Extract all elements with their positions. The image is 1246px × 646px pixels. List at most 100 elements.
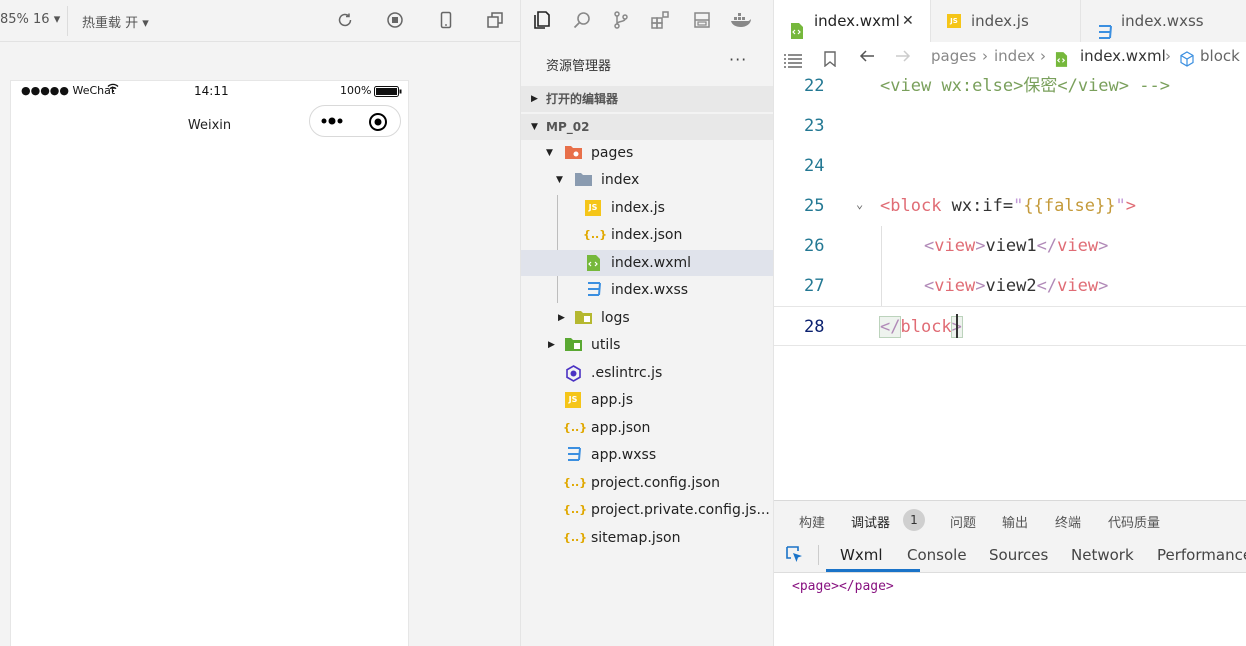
line-number: 28 [804, 317, 825, 337]
code-line-28[interactable]: 28 </block> [774, 306, 1246, 346]
line-number: 25 [804, 196, 825, 216]
tree-item-utils[interactable]: ▶ utils [521, 332, 773, 358]
token: view [934, 236, 976, 256]
wxml-file-icon [790, 13, 804, 55]
line-number: 24 [804, 156, 825, 176]
back-arrow-icon[interactable] [858, 42, 876, 79]
tab-output[interactable]: 输出 [1002, 516, 1029, 531]
docker-icon[interactable] [730, 10, 752, 32]
tab-network[interactable]: Network [1071, 546, 1134, 564]
source-control-icon[interactable] [610, 10, 632, 32]
token: " [1115, 196, 1126, 216]
close-miniprogram-icon[interactable] [368, 112, 388, 136]
tree-item-label: index [601, 172, 640, 188]
panel-divider[interactable] [520, 0, 521, 646]
tree-item-index-json[interactable]: {..} index.json [521, 222, 773, 248]
panel-divider[interactable] [773, 0, 774, 646]
bookmark-icon[interactable] [823, 48, 837, 76]
line-number: 27 [804, 276, 825, 296]
explorer-icon[interactable] [531, 10, 553, 32]
refresh-icon[interactable] [335, 11, 355, 31]
tree-item-project-config[interactable]: {..} project.config.json [521, 470, 773, 496]
more-dots-icon[interactable] [321, 114, 345, 132]
tab-problems[interactable]: 问题 [950, 516, 977, 531]
chevron-down-icon: ▼ [546, 148, 553, 158]
tree-item-label: app.wxss [591, 447, 657, 463]
phone-screen[interactable]: ●●●●● WeChat 14:11 100% Weixin [10, 80, 409, 646]
tree-item-index-js[interactable]: JS index.js [521, 195, 773, 221]
fold-chevron-icon[interactable]: ⌄ [856, 197, 864, 211]
breadcrumb-block[interactable]: block [1200, 47, 1240, 65]
tab-index-wxss[interactable]: index.wxss [1080, 0, 1230, 42]
toolbar-divider [818, 545, 819, 565]
token: </ [1057, 76, 1078, 96]
detach-window-icon[interactable] [485, 11, 505, 31]
code-line-25[interactable]: 25 ⌄ <block wx:if="{{false}}"> [774, 186, 1246, 226]
section-label: MP_02 [546, 120, 590, 134]
tree-item-label: .eslintrc.js [591, 365, 663, 381]
tab-console[interactable]: Console [907, 546, 967, 564]
wxml-tree-node[interactable]: <page></page> [792, 579, 894, 594]
token: {{ [1023, 196, 1044, 216]
tree-item-pages[interactable]: ▼ pages [521, 140, 773, 166]
code-line-27[interactable]: 27 <view>view2</view> [774, 266, 1246, 306]
tree-item-project-private-config[interactable]: {..} project.private.config.js... [521, 497, 773, 523]
storage-icon[interactable] [691, 10, 713, 32]
tab-debugger[interactable]: 调试器 [851, 516, 891, 531]
tab-index-wxml[interactable]: index.wxml ✕ [774, 0, 930, 42]
zoom-select[interactable]: 85% 16 ▾ [0, 12, 61, 27]
tree-item-index-wxss[interactable]: index.wxss [521, 277, 773, 303]
wxss-file-icon [565, 447, 581, 463]
breadcrumb-index[interactable]: index [994, 47, 1036, 65]
stop-icon[interactable] [385, 11, 405, 31]
more-actions-icon[interactable]: ··· [729, 50, 748, 69]
token: block [890, 196, 942, 216]
tree-item-eslintrc[interactable]: .eslintrc.js [521, 360, 773, 386]
search-icon[interactable] [571, 10, 593, 32]
close-icon[interactable]: ✕ [902, 13, 914, 29]
tree-item-app-wxss[interactable]: app.wxss [521, 442, 773, 468]
tree-item-label: utils [591, 337, 621, 353]
bracket-match: </ [878, 316, 902, 338]
tree-item-index-folder[interactable]: ▼ index [521, 167, 773, 193]
forward-arrow-icon[interactable] [894, 42, 912, 79]
list-icon[interactable] [784, 49, 802, 77]
code-line-23[interactable]: 23 [774, 106, 1246, 146]
line-number: 23 [804, 116, 825, 136]
tab-code-quality[interactable]: 代码质量 [1108, 516, 1161, 531]
tree-item-app-json[interactable]: {..} app.json [521, 415, 773, 441]
tab-index-js[interactable]: JS index.js [930, 0, 1080, 42]
breadcrumb-pages[interactable]: pages [931, 47, 977, 65]
open-editors-section[interactable]: ▶ 打开的编辑器 [521, 86, 773, 112]
tab-wxml[interactable]: Wxml [840, 546, 883, 564]
cube-icon [1179, 48, 1195, 76]
folder-icon [565, 145, 582, 161]
tree-item-label: project.private.config.js... [591, 502, 770, 518]
js-file-icon: JS [585, 200, 601, 216]
tree-item-index-wxml[interactable]: index.wxml [521, 250, 773, 276]
chevron-down-icon: ▼ [556, 175, 563, 185]
code-text: <view wx:else>保密</view> --> [880, 66, 1170, 106]
tree-item-logs[interactable]: ▶ logs [521, 305, 773, 331]
token: }} [1095, 196, 1116, 216]
code-line-26[interactable]: 26 <view>view1</view> [774, 226, 1246, 266]
chevron-right-icon: › [1165, 47, 1171, 65]
tab-build[interactable]: 构建 [799, 516, 826, 531]
extensions-icon[interactable] [649, 10, 671, 32]
breadcrumb-file[interactable]: index.wxml [1080, 47, 1166, 65]
code-text: </block> [878, 307, 963, 347]
phone-preview-icon[interactable] [436, 11, 456, 31]
tree-item-sitemap[interactable]: {..} sitemap.json [521, 525, 773, 551]
project-section[interactable]: ▼ MP_02 [521, 114, 773, 140]
tree-item-app-js[interactable]: JS app.js [521, 387, 773, 413]
hot-reload-toggle[interactable]: 热重载 开 ▾ [82, 16, 149, 31]
tab-sources[interactable]: Sources [989, 546, 1049, 564]
inspect-element-icon[interactable] [786, 546, 804, 568]
js-file-icon: JS [565, 392, 581, 408]
code-line-22[interactable]: 22 <view wx:else>保密</view> --> [774, 66, 1246, 106]
code-line-24[interactable]: 24 [774, 146, 1246, 186]
tab-performance[interactable]: Performance [1157, 546, 1246, 564]
token: view [1057, 276, 1099, 296]
token: </ [1036, 236, 1058, 256]
tab-terminal[interactable]: 终端 [1055, 516, 1082, 531]
